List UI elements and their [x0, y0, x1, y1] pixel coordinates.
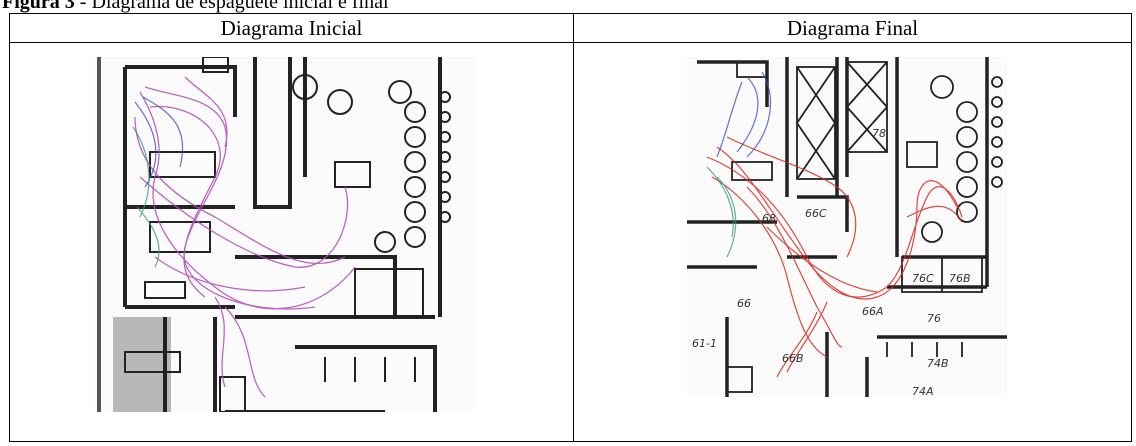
- final-spaghetti-diagram: 78 66C 76C 76B 66 76 61-1 66A 66B 74B 74…: [687, 57, 1007, 397]
- header-final-diagram: Diagrama Final: [573, 13, 1132, 43]
- final-diagram-cell: 78 66C 76C 76B 66 76 61-1 66A 66B 74B 74…: [573, 42, 1132, 442]
- room-label: 74A: [912, 385, 934, 397]
- room-label: 74B: [927, 357, 949, 370]
- room-label: 68: [762, 212, 776, 225]
- room-label: 76B: [949, 272, 971, 285]
- room-label: 66C: [805, 207, 827, 220]
- room-label: 66A: [862, 305, 884, 318]
- room-label: 76: [927, 312, 941, 325]
- table-header-row: Diagrama Inicial Diagrama Final: [9, 13, 1132, 43]
- figure-caption-prefix: Figura 3: [2, 0, 75, 13]
- room-label: 76C: [912, 272, 934, 285]
- header-initial-diagram: Diagrama Inicial: [9, 13, 574, 43]
- room-label: 78: [872, 127, 886, 140]
- room-label: 66B: [782, 352, 804, 365]
- room-label: 66: [737, 297, 751, 310]
- initial-diagram-cell: [9, 42, 574, 442]
- table-body-row: 78 66C 76C 76B 66 76 61-1 66A 66B 74B 74…: [9, 42, 1132, 442]
- figure-caption: Figura 3 - Diagrama de espaguete inicial…: [2, 0, 389, 13]
- figure-caption-text: - Diagrama de espaguete inicial e final: [79, 0, 389, 13]
- comparison-table: Diagrama Inicial Diagrama Final: [9, 13, 1132, 442]
- room-label: 61-1: [692, 337, 717, 350]
- initial-spaghetti-diagram: [95, 57, 475, 412]
